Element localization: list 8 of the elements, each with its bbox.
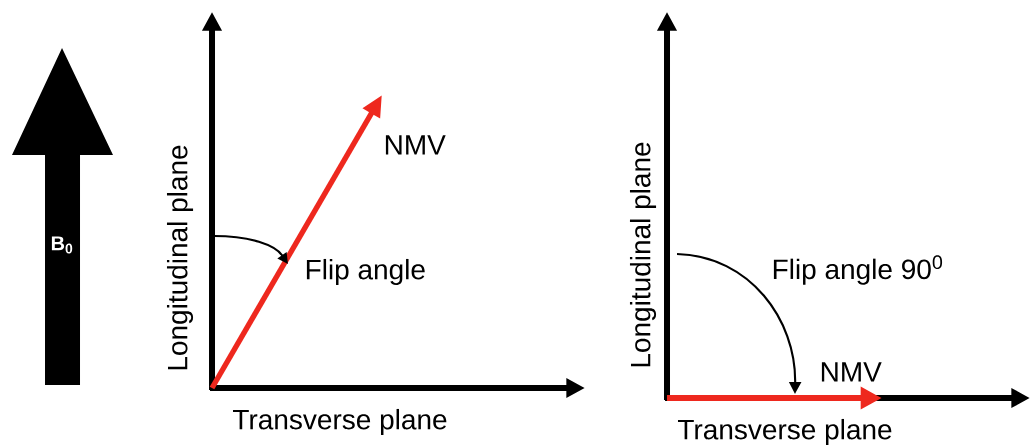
axis-label: NMV [821, 362, 882, 382]
axis-label: NMV [385, 135, 446, 155]
axis-label: Transverse plane [233, 408, 447, 436]
axis-label: Flip angle 90$^{0}$ [773, 255, 943, 285]
axis-label: Longitudinal plane [166, 145, 194, 370]
axis-label: Transverse plane [678, 418, 892, 446]
axis-label: Longitudinal plane [629, 142, 657, 367]
axis-label: Flip angle [306, 258, 425, 286]
